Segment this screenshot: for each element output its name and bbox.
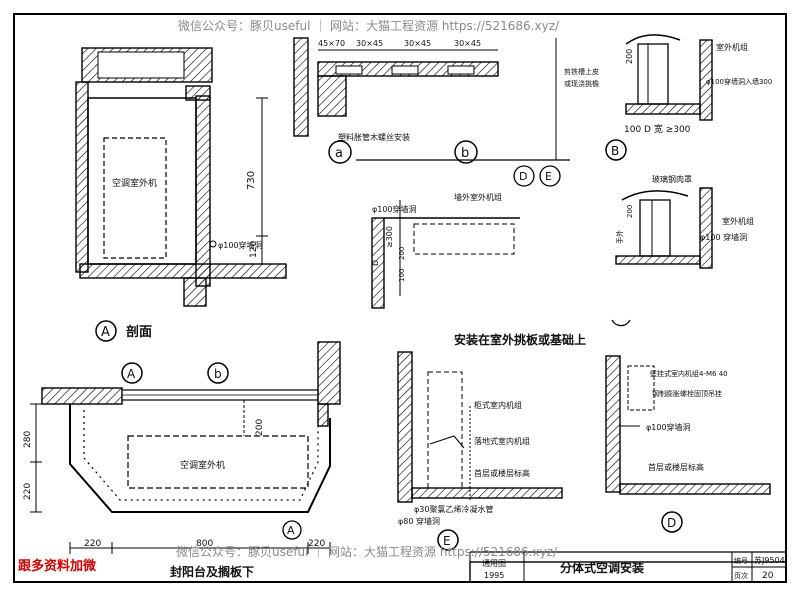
detail-d-marker: D xyxy=(667,516,676,530)
section-a-unit-label: 空调室外机 xyxy=(112,177,157,189)
detail-b-marker: b xyxy=(461,146,469,161)
section-a: 空调室外机 φ100穿墙洞 730 120 A 剖面 xyxy=(75,47,287,342)
plan-marker-b: b xyxy=(214,367,222,381)
detail-ab-dim-1: 45×70 xyxy=(318,39,345,48)
detail-de-dim-100: 100 xyxy=(398,269,406,282)
detail-b-marker: B xyxy=(611,144,619,158)
plan-dim-200: 200 xyxy=(255,419,265,436)
title-block-page-label: 页次 xyxy=(734,571,748,580)
detail-c-unit-label: 室外机组 xyxy=(722,216,754,226)
detail-ab-dim-4: 30×45 xyxy=(454,39,481,48)
detail-ab: 45×70 30×45 30×45 30×45 塑料胀管木螺丝安装 a b xyxy=(293,37,499,164)
detail-d-label-2: 钢制膨胀螺栓固顶吊挂 xyxy=(652,389,722,398)
plan-dim-220-bottom-right: 220 xyxy=(308,539,325,549)
detail-d-label-3: φ100穿墙洞 xyxy=(646,422,691,432)
section-a-marker: A xyxy=(101,325,110,340)
watermark-bottom: 微信公众号：豚贝useful ｜ 网站：大猫工程资源 https://52168… xyxy=(176,544,558,559)
plan-view: A b 空调室外机 200 280 220 220 800 220 A 封阳台及… xyxy=(23,341,341,579)
title-block-code-label: 编号 xyxy=(734,556,748,565)
detail-e-label-1: 柜式室内机组 xyxy=(474,400,522,410)
detail-de-dim-200: 200 xyxy=(398,247,406,260)
detail-a-marker: a xyxy=(335,146,343,161)
plan-unit-label: 空调室外机 xyxy=(180,459,225,471)
detail-ab-dim-2: 30×45 xyxy=(356,39,383,48)
watermark-left: 跟多资料加微 xyxy=(18,558,97,574)
detail-de-dim-300: ≥300 xyxy=(385,226,394,248)
detail-ab-note: 塑料胀管木螺丝安装 xyxy=(338,132,410,142)
detail-b-hole-label: φ100穿墙洞入墙300 xyxy=(706,77,772,86)
plan-dim-220-left: 220 xyxy=(23,483,33,500)
detail-d: 壁挂式室内机组4-M6 40 钢制膨胀螺栓固顶吊挂 φ100穿墙洞 首层或楼层标… xyxy=(605,355,771,533)
plan-dim-280: 280 xyxy=(23,431,33,448)
detail-e-label-4: φ30聚氯乙烯冷凝水管 xyxy=(414,504,493,514)
detail-b-note-1: 剪铁槽上皮 xyxy=(564,67,599,76)
detail-c-top-label: 玻璃钢肉罩 xyxy=(652,174,692,184)
watermark-top: 微信公众号：豚贝useful ｜ 网站：大猫工程资源 https://52168… xyxy=(178,18,560,33)
detail-de-unit-label: 墙外室外机组 xyxy=(454,192,502,202)
plan-marker-a: A xyxy=(127,367,136,381)
detail-e-label-5: φ80 穿墙洞 xyxy=(398,516,440,526)
detail-ab-dim-3: 30×45 xyxy=(404,39,431,48)
detail-e-marker: E xyxy=(443,534,451,548)
sheet-border xyxy=(13,13,787,583)
plan-dim-220-bottom-left: 220 xyxy=(84,539,101,549)
detail-d-label-4: 首层或楼层标高 xyxy=(648,462,704,472)
title-block-page: 20 xyxy=(762,571,774,581)
plan-marker-a-bottom: A xyxy=(287,524,295,537)
detail-c-dim-200: 200 xyxy=(626,205,634,218)
detail-de-dim-d: D xyxy=(371,260,380,266)
detail-de-marker-e: E xyxy=(545,170,552,183)
title-block-year: 1995 xyxy=(484,571,504,580)
plan-dim-800: 800 xyxy=(196,539,213,549)
plan-title: 封阳台及搁板下 xyxy=(170,564,254,579)
title-block-sheet-title: 分体式空调安装 xyxy=(560,560,644,575)
detail-d-label-1: 壁挂式室内机组4-M6 40 xyxy=(650,369,728,378)
detail-b-note-2: 或现浇挑檐 xyxy=(564,79,599,88)
section-a-hole-label: φ100穿墙洞 xyxy=(218,240,263,250)
detail-de-marker-d: D xyxy=(519,170,527,183)
dim-730: 730 xyxy=(246,171,257,190)
dim-120: 120 xyxy=(249,241,259,258)
detail-b-unit-label: 室外机组 xyxy=(716,42,748,52)
detail-c-side-label: 手外 xyxy=(615,230,624,244)
detail-c: 玻璃钢肉罩 室外机组 φ100 穿墙洞 200 手外 C xyxy=(611,174,754,327)
title-block: 通用图 1995 分体式空调安装 编号 苏J9504 页次 20 xyxy=(469,551,787,583)
detail-de-hole-label: φ100穿墙洞 xyxy=(372,204,417,214)
title-block-code: 苏J9504 xyxy=(754,555,785,565)
detail-b: 室外机组 剪铁槽上皮 或现浇挑檐 φ100穿墙洞入墙300 200 100 D … xyxy=(564,34,772,161)
detail-e-label-2: 落地式室内机组 xyxy=(474,436,530,446)
detail-e: 柜式室内机组 落地式室内机组 首层或楼层标高 φ30聚氯乙烯冷凝水管 φ80 穿… xyxy=(397,351,563,551)
title-block-year-label: 通用图 xyxy=(482,558,506,568)
section-a-title: 剖面 xyxy=(126,324,152,340)
detail-de: D E φ100穿墙洞 墙外室外机组 ≥300 D 200 100 xyxy=(356,38,570,309)
detail-b-dim-bottom: 100 D 宽 ≥300 xyxy=(624,123,691,135)
install-title: 安装在室外挑板或基础上 xyxy=(454,332,586,347)
detail-e-label-3: 首层或楼层标高 xyxy=(474,468,530,478)
detail-b-dim-200: 200 xyxy=(625,49,634,64)
detail-c-hole-label: φ100 穿墙洞 xyxy=(700,232,747,242)
